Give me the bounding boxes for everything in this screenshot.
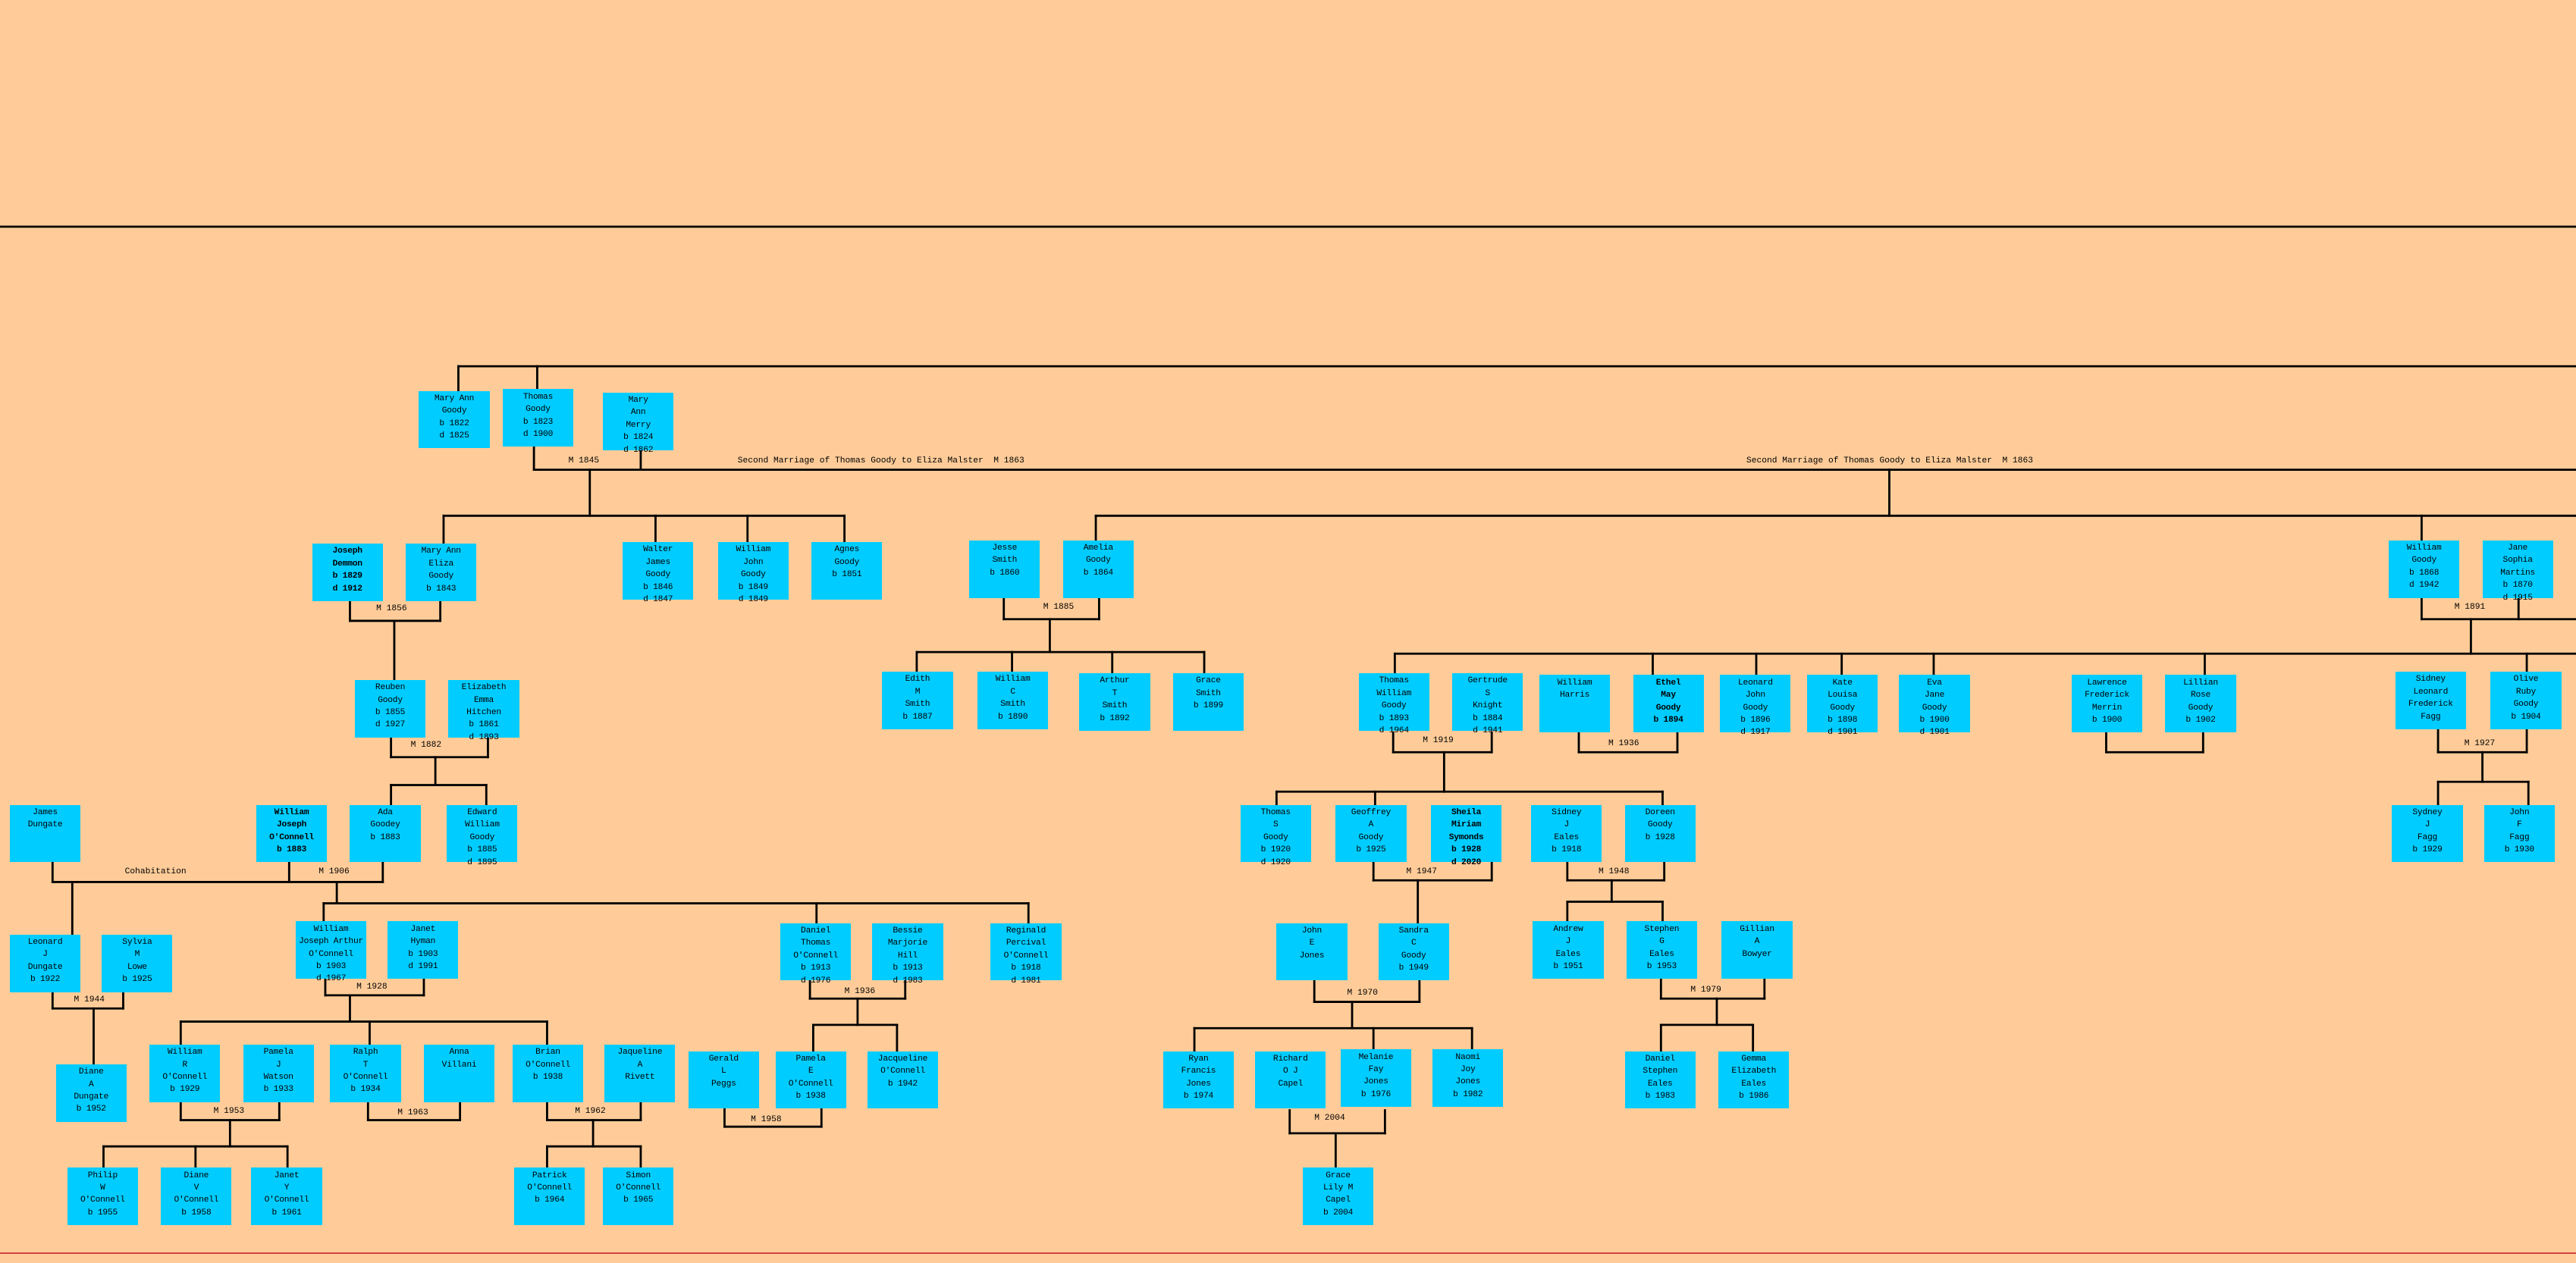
marriage-label: M 1958 — [751, 1115, 782, 1125]
person-box: Mary Ann Merry b 1824 d 1862 — [603, 392, 674, 455]
person-box: Ethel May Goody b 1894 — [1633, 675, 1704, 733]
person-box: Agnes Goody b 1851 — [811, 541, 883, 600]
person-box: Ryan Francis Jones b 1974 — [1162, 1051, 1235, 1109]
person-box: William John Goody b 1849 d 1849 — [717, 541, 789, 604]
person-box: Edith M Smith b 1887 — [882, 672, 953, 729]
marriage-label: M 1936 — [1608, 738, 1639, 748]
person-box: Edward William Goody b 1885 d 1895 — [447, 804, 518, 867]
person-box: Lillian Rose Goody b 1902 — [2165, 675, 2236, 733]
person-box: Doreen Goody b 1928 — [1624, 804, 1696, 863]
person-box: Ada Goodey b 1883 — [350, 804, 421, 863]
marriage-label: M 2004 — [1314, 1113, 1345, 1123]
person-box: Daniel Thomas O'Connell b 1913 d 1976 — [780, 923, 852, 986]
marriage-label: M 1970 — [1347, 989, 1379, 998]
person-box: Stephen G Eales b 1953 — [1626, 921, 1697, 979]
person-box: Sheila Miriam Symonds b 1928 d 2020 — [1431, 804, 1502, 867]
person-box: Philip W O'Connell b 1955 — [67, 1167, 138, 1226]
marriage-label: M 1856 — [376, 604, 407, 614]
person-box: Janet Y O'Connell b 1961 — [251, 1167, 322, 1226]
marriage-label: M 1963 — [397, 1108, 428, 1118]
person-box: Naomi Joy Jones b 1982 — [1432, 1049, 1504, 1108]
person-box: John E Jones — [1276, 923, 1348, 981]
person-box: Reuben Goody b 1855 d 1927 — [354, 679, 426, 738]
person-box: Leonard J Dungate b 1922 — [9, 934, 81, 992]
person-box: Grace Smith b 1899 — [1172, 673, 1244, 732]
person-box: Kate Louisa Goody b 1898 d 1901 — [1807, 675, 1878, 737]
person-box: Jesse Smith b 1860 — [969, 540, 1040, 598]
person-box: Jane Sophia Martins b 1870 d 1915 — [2482, 540, 2553, 603]
marriage-label: M 1953 — [213, 1107, 245, 1117]
person-box: Pamela E O'Connell b 1938 — [775, 1051, 846, 1109]
marriage-label: M 1936 — [844, 987, 876, 997]
marriage-label: M 1891 — [2454, 603, 2486, 613]
person-box: James Dungate — [9, 804, 81, 863]
person-box: William C Smith b 1890 — [977, 672, 1049, 729]
person-box: Arthur T Smith b 1892 — [1079, 673, 1150, 732]
person-box: Olive Ruby Goody b 1904 — [2490, 672, 2562, 729]
cohabitation-label: Cohabitation — [124, 867, 187, 876]
person-box: Bessie Marjorie Hill b 1913 d 1983 — [872, 923, 943, 986]
person-box: Jaqueline A Rivett — [604, 1044, 676, 1102]
person-box: Sandra C Goody b 1949 — [1378, 923, 1449, 981]
person-box: Anna Villani — [423, 1044, 495, 1102]
person-box: Gillian A Bowyer — [1721, 921, 1793, 979]
marriage-label: M 1845 — [568, 456, 600, 466]
person-box: Gemma Elizabeth Eales b 1986 — [1718, 1051, 1790, 1109]
person-box: Sidney J Eales b 1918 — [1531, 804, 1602, 863]
person-box: Pamela J Watson b 1933 — [243, 1044, 314, 1102]
person-box: Ralph T O'Connell b 1934 — [330, 1044, 401, 1102]
marriage-label: M 1948 — [1599, 867, 1630, 876]
person-box: Sylvia M Lowe b 1925 — [102, 934, 173, 992]
person-box: Geoffrey A Goody b 1925 — [1335, 804, 1407, 863]
marriage-label: M 1927 — [2464, 738, 2496, 748]
person-box: Andrew J Eales b 1951 — [1533, 921, 1604, 979]
person-box: Brian O'Connell b 1938 — [512, 1044, 584, 1102]
person-box: Gerald L Peggs — [688, 1051, 759, 1109]
person-box: William Harris — [1539, 675, 1611, 733]
person-box: Amelia Goody b 1864 — [1062, 540, 1134, 598]
person-box: Thomas Goody b 1823 d 1900 — [502, 389, 574, 447]
marriage-label: M 1944 — [74, 995, 105, 1004]
marriage-label: Second Marriage of Thomas Goody to Eliza… — [1746, 456, 2034, 466]
person-box: William Goody b 1868 d 1942 — [2389, 540, 2460, 598]
marriage-label: M 1947 — [1406, 867, 1438, 876]
marriage-label: M 1928 — [356, 982, 387, 992]
person-box: Thomas William Goody b 1893 d 1964 — [1358, 673, 1429, 735]
marriage-label: Second Marriage of Thomas Goody to Eliza… — [737, 456, 1024, 466]
person-box: Mary Ann Goody b 1822 d 1825 — [419, 390, 490, 449]
person-box: Walter James Goody b 1846 d 1847 — [623, 541, 694, 604]
marriage-label: M 1919 — [1423, 735, 1454, 745]
person-box: Reginald Percival O'Connell b 1918 d 198… — [990, 923, 1062, 986]
marriage-label: M 1962 — [575, 1107, 606, 1117]
marriage-label: M 1885 — [1043, 603, 1075, 613]
person-box: Jacqueline O'Connell b 1942 — [867, 1051, 939, 1109]
person-box: William Joseph Arthur O'Connell b 1903 d… — [295, 921, 367, 983]
person-box: Grace Lily M Capel b 2004 — [1303, 1167, 1374, 1226]
marriage-label: M 1882 — [410, 741, 442, 751]
person-box: Gertrude S Knight b 1884 d 1941 — [1452, 673, 1523, 735]
marriage-label: M 1979 — [1690, 985, 1721, 995]
person-box: Leonard John Goody b 1896 d 1917 — [1720, 675, 1791, 737]
person-box: Elizabeth Emma Hitchen b 1861 d 1893 — [448, 679, 519, 742]
person-box: William R O'Connell b 1929 — [149, 1044, 221, 1102]
person-box: Simon O'Connell b 1965 — [603, 1167, 674, 1226]
person-box: Sydney J Fagg b 1929 — [2392, 804, 2463, 863]
person-box: Thomas S Goody b 1920 d 1920 — [1240, 804, 1311, 867]
person-box: William Joseph O'Connell b 1883 — [256, 804, 328, 863]
person-box: Daniel Stephen Eales b 1983 — [1624, 1051, 1696, 1109]
person-box: John F Fagg b 1930 — [2483, 804, 2555, 863]
person-box: Sidney Leonard Frederick Fagg — [2395, 672, 2466, 729]
person-box: Joseph Demmon b 1829 d 1912 — [312, 544, 383, 601]
marriage-label: M 1906 — [318, 867, 350, 876]
person-box: Richard O J Capel — [1255, 1051, 1326, 1109]
person-box: Patrick O'Connell b 1964 — [514, 1167, 585, 1226]
person-box: Lawrence Frederick Merrin b 1900 — [2071, 675, 2143, 733]
person-box: Mary Ann Eliza Goody b 1843 — [406, 544, 477, 601]
person-box: Diane A Dungate b 1952 — [55, 1064, 127, 1122]
person-box: Diane V O'Connell b 1958 — [161, 1167, 232, 1226]
person-box: Melanie Fay Jones b 1976 — [1340, 1049, 1412, 1108]
person-box: Eva Jane Goody b 1900 d 1901 — [1899, 675, 1970, 737]
person-box: Janet Hyman b 1903 d 1991 — [387, 921, 459, 979]
